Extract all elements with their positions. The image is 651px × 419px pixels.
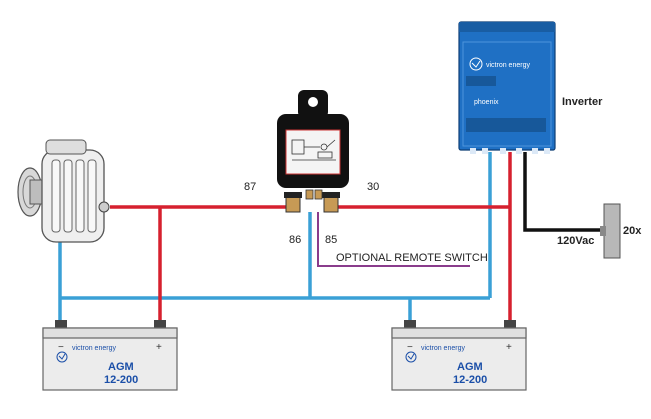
- alternator-fins: [51, 159, 97, 233]
- ac-output-label: 120Vac: [557, 235, 594, 247]
- ac-output-wire: [523, 152, 605, 232]
- alternator-mount: [45, 139, 87, 155]
- alternator-output-terminal: [98, 201, 110, 213]
- battery-1-rating: 12-200: [104, 374, 138, 386]
- battery-1-type: AGM: [108, 361, 134, 373]
- relay-terminal-86: [305, 189, 314, 200]
- battery-1-negative-label: −: [58, 342, 64, 353]
- battery-2: − + victron energy AGM 12-200: [391, 320, 527, 391]
- battery-2-rating: 12-200: [453, 374, 487, 386]
- battery-1-positive-label: +: [156, 342, 162, 353]
- inverter-top-rim: [459, 22, 555, 32]
- ac-load-body: [603, 203, 621, 259]
- ac-wiring: [523, 152, 605, 232]
- alternator: [17, 139, 110, 243]
- victron-logo-icon: [469, 57, 483, 71]
- ac-load-plug: [600, 226, 606, 236]
- battery-2-positive-label: +: [506, 342, 512, 353]
- battery-2-logo-icon: [405, 351, 417, 363]
- battery-2-brand: victron energy: [421, 345, 465, 352]
- inverter-terminals: [470, 148, 550, 154]
- inverter-brand: victron energy: [486, 62, 530, 69]
- relay-terminal-85: [314, 189, 323, 200]
- terminal-85-label: 85: [325, 234, 337, 246]
- battery-1: − + victron energy AGM 12-200: [42, 320, 178, 391]
- terminal-86-label: 86: [289, 234, 301, 246]
- relay-schematic-icon: [291, 139, 336, 161]
- ac-load: [600, 203, 621, 259]
- terminal-87-label: 87: [244, 181, 256, 193]
- battery-2-type: AGM: [457, 361, 483, 373]
- positive-wiring: [110, 152, 512, 326]
- inverter-spec-plate: [466, 118, 546, 132]
- battery-2-negative-label: −: [407, 342, 413, 353]
- terminal-30-label: 30: [367, 181, 379, 193]
- ac-load-label: 20x: [623, 225, 642, 237]
- inverter-label: Inverter: [562, 96, 603, 108]
- inverter-model: phoenix: [474, 99, 499, 106]
- battery-2-negative-post: [404, 320, 416, 330]
- optional-remote-switch-label: OPTIONAL REMOTE SWITCH: [336, 252, 488, 264]
- inverter-panel-frame: [462, 41, 552, 147]
- inverter: victron energy phoenix: [458, 21, 556, 154]
- battery-2-positive-post: [504, 320, 516, 330]
- negative-wiring: [58, 152, 492, 326]
- relay: [277, 90, 349, 213]
- inverter-indicators: [466, 76, 496, 86]
- battery-1-negative-post: [55, 320, 67, 330]
- remote-wiring: [317, 212, 470, 267]
- battery-1-brand: victron energy: [72, 345, 116, 352]
- relay-mount-hole: [308, 97, 318, 107]
- battery-1-logo-icon: [56, 351, 68, 363]
- remote-switch-wire: [317, 212, 470, 267]
- battery-1-positive-post: [154, 320, 166, 330]
